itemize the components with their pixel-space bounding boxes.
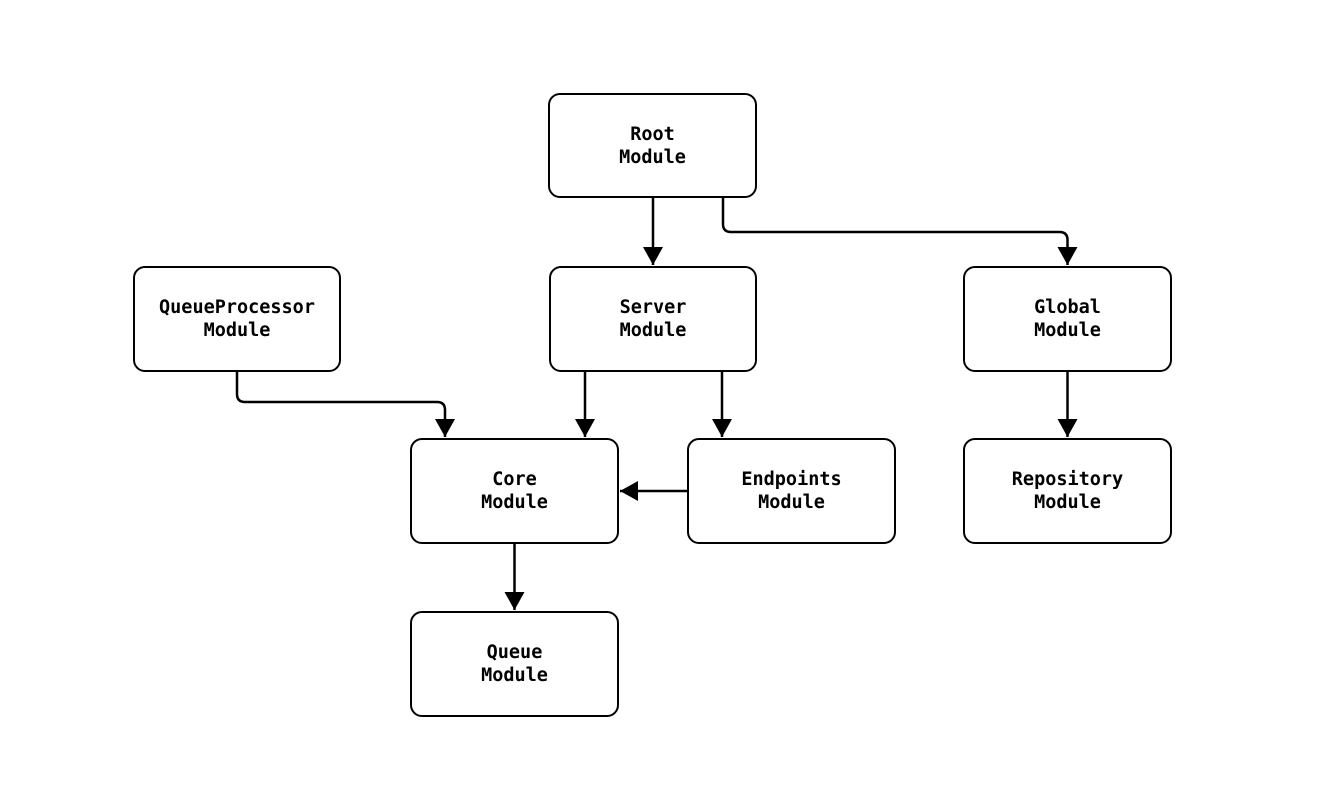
node-core-module: Core Module — [410, 438, 619, 544]
node-label: Module — [619, 320, 687, 341]
node-label: Module — [481, 492, 548, 513]
node-label: Repository — [1011, 469, 1124, 490]
node-label: Module — [203, 320, 271, 341]
node-label: Module — [1034, 492, 1101, 513]
node-label: Module — [619, 146, 686, 168]
node-label: QueueProcessor — [159, 297, 315, 318]
node-label: Root — [630, 123, 675, 145]
node-label: Core — [492, 469, 537, 490]
node-endpoints-module: Endpoints Module — [687, 438, 896, 544]
edge-root-to-global — [721, 198, 1078, 265]
edge-queueprocessor-to-core — [235, 372, 455, 437]
node-repository-module: Repository Module — [963, 438, 1172, 544]
node-queueprocessor-module: QueueProcessor Module — [133, 266, 341, 372]
node-server-module: Server Module — [549, 266, 757, 372]
node-label: Module — [758, 492, 825, 513]
node-label: Queue — [486, 642, 543, 663]
node-root-module: Root Module — [548, 93, 757, 198]
node-label: Server — [619, 297, 687, 318]
node-global-module: Global Module — [963, 266, 1172, 372]
node-label: Module — [1034, 320, 1101, 341]
node-label: Module — [481, 665, 548, 686]
node-queue-module: Queue Module — [410, 611, 619, 717]
node-label: Endpoints — [741, 469, 842, 490]
node-label: Global — [1034, 297, 1101, 318]
